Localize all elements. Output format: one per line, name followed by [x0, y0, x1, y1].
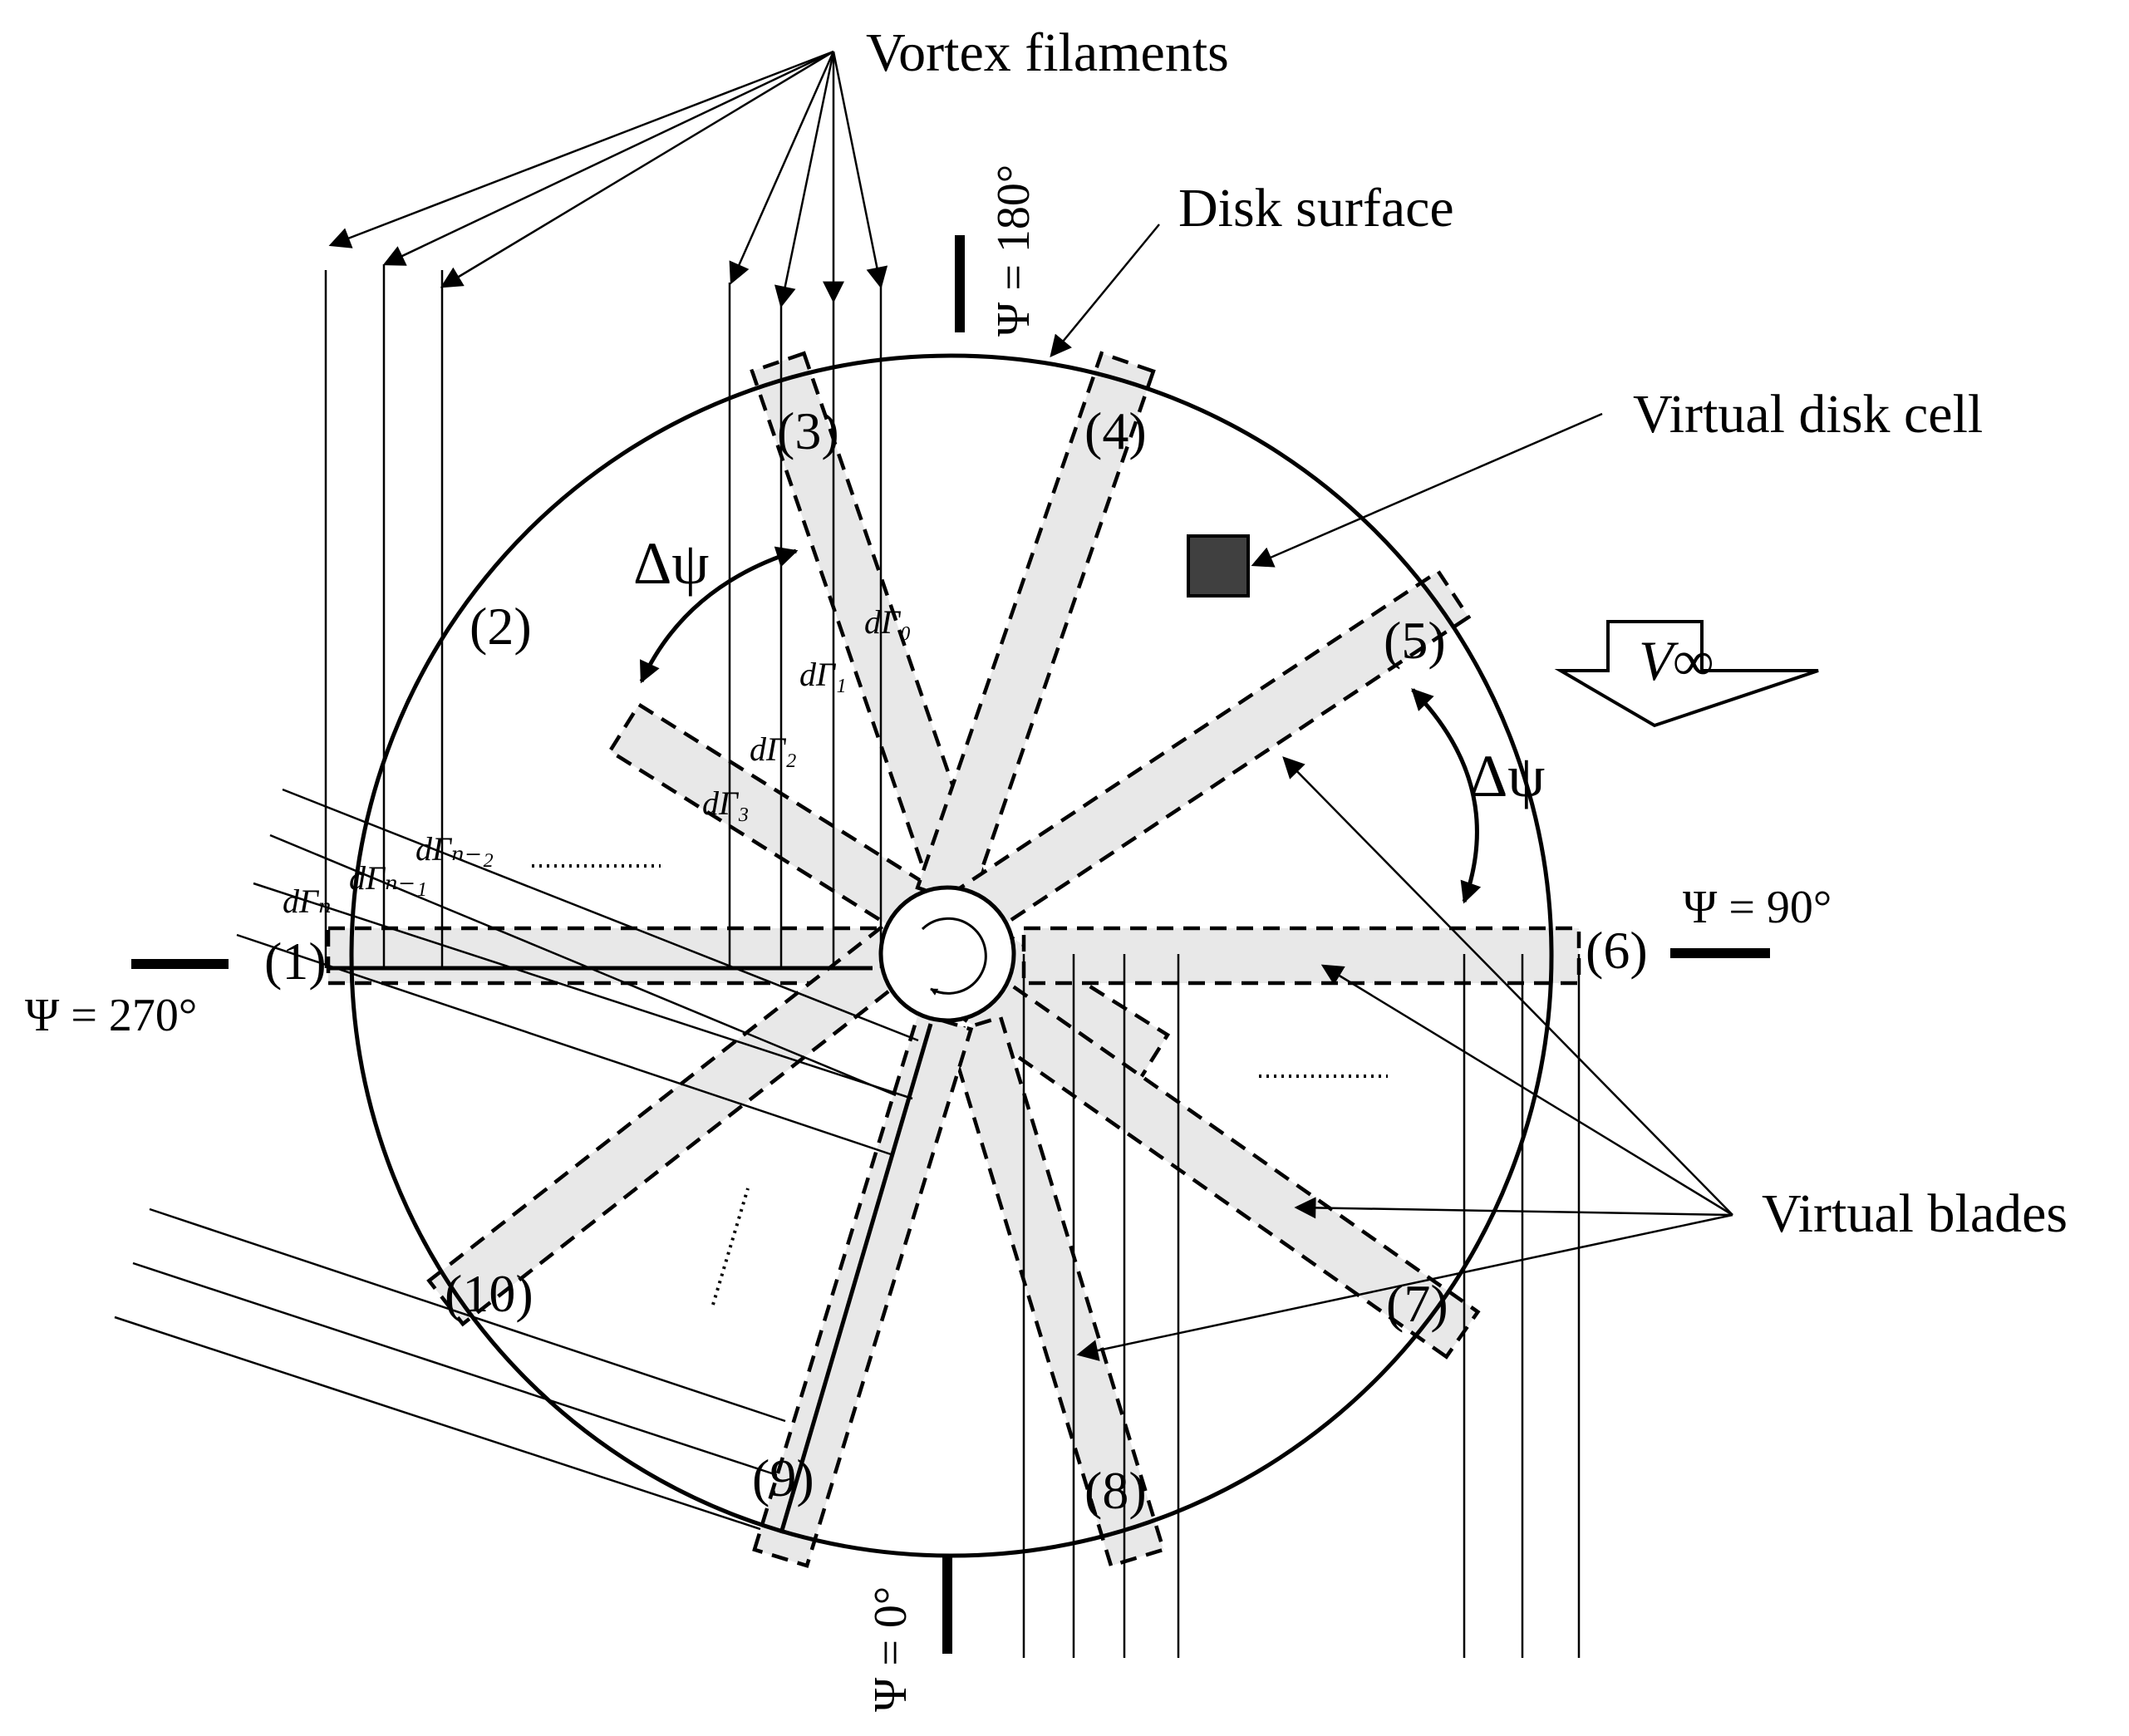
freestream-arrow [1554, 620, 1819, 728]
blade-label-5: (5) [1384, 611, 1446, 670]
blade-2 [607, 701, 1171, 1084]
virtual-blades-label: Virtual blades [1762, 1183, 2068, 1244]
psi-270-label: Ψ = 270° [25, 990, 197, 1041]
blade-6 [1021, 926, 1581, 986]
circulation-labels: dΓ₀ dΓ₁ dΓ₂ dΓ₃ dΓₙ₋₂ dΓₙ₋₁ dΓₙ [283, 603, 912, 920]
blade-label-1: (1) [264, 932, 327, 991]
rotation-arrow-icon [921, 917, 987, 996]
disk-surface-pointer [1050, 224, 1160, 358]
delta-psi-label-left: Δψ [633, 530, 709, 597]
circulation-label-1: dΓ₁ [799, 656, 847, 693]
blade-9-line [779, 1023, 933, 1534]
circulation-label-n1: dΓₙ₋₁ [349, 859, 427, 897]
blade-label-10: (10) [445, 1264, 533, 1323]
hub [878, 885, 1016, 1023]
circulation-label-n2: dΓₙ₋₂ [415, 830, 494, 868]
blade-label-9: (9) [752, 1448, 814, 1507]
blade-label-6: (6) [1586, 921, 1648, 980]
delta-psi-label-right: Δψ [1469, 743, 1545, 809]
psi-0-label: Ψ = 0° [865, 1586, 917, 1712]
vortex-filaments-slanted [114, 788, 919, 1531]
virtual-blades-pointers [1076, 756, 1733, 1361]
circulation-label-0: dΓ₀ [864, 603, 912, 641]
circulation-label-n: dΓₙ [283, 883, 332, 920]
virtual-disk-cell-pointer [1251, 412, 1603, 568]
vortex-filaments-pointers [328, 50, 888, 308]
vortex-filaments-label: Vortex filaments [866, 22, 1229, 83]
blade-8 [946, 1015, 1166, 1568]
ellipsis-lower-left [711, 1188, 750, 1306]
psi-90-label: Ψ = 90° [1683, 882, 1832, 933]
circulation-label-3: dΓ₃ [702, 784, 750, 822]
psi-180-label: Ψ = 180° [988, 165, 1040, 337]
v-inf-label: V∞ [1639, 629, 1714, 692]
virtual-disk-cell [1187, 534, 1250, 598]
blade-labels: (1) (2) (3) (4) (5) (6) (7) (8) (9) (10) [264, 401, 1648, 1520]
vortex-filaments-bottom [1022, 954, 1581, 1658]
blade-label-7: (7) [1386, 1274, 1448, 1333]
delta-psi-arc-left [639, 546, 799, 684]
blade-label-8: (8) [1084, 1461, 1147, 1520]
virtual-disk-cell-label: Virtual disk cell [1633, 384, 1983, 445]
azimuth-markers [131, 235, 1770, 1654]
blade-label-4: (4) [1084, 401, 1147, 460]
delta-psi-arc-right [1411, 688, 1482, 904]
blade-label-2: (2) [470, 597, 532, 656]
virtual-blades [326, 351, 1581, 1568]
disk-surface-label: Disk surface [1178, 178, 1454, 239]
circulation-label-2: dΓ₂ [750, 730, 797, 768]
blade-label-3: (3) [777, 401, 839, 460]
